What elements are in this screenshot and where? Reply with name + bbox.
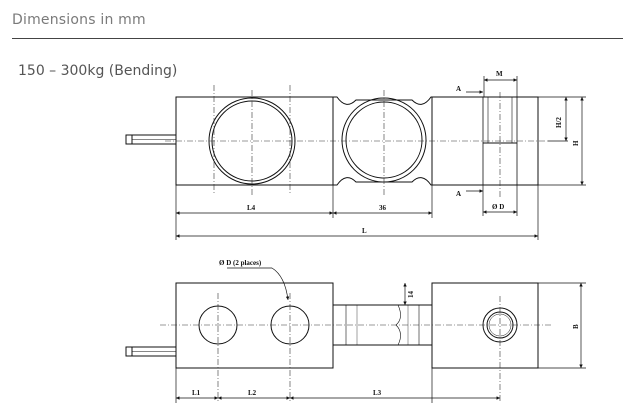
label-l1: L1 — [192, 389, 201, 397]
label-m: M — [496, 70, 503, 78]
right-block-bottom — [431, 282, 539, 369]
dimensions-bottom — [175, 267, 586, 403]
label-a-bottom: A — [456, 190, 461, 198]
centerlines-bottom — [160, 293, 552, 403]
section-title: 150 – 300kg (Bending) — [18, 63, 178, 79]
label-l: L — [362, 227, 367, 235]
label-holes: Ø D (2 places) — [219, 259, 262, 267]
label-l2: L2 — [248, 389, 257, 397]
threaded-hole-outer — [482, 307, 518, 343]
label-od: Ø D — [492, 203, 504, 211]
page-title: Dimensions in mm — [12, 12, 146, 28]
label-l4: L4 — [247, 204, 256, 212]
label-b: B — [572, 324, 580, 329]
centerlines-top — [165, 85, 548, 198]
cable-bottom — [125, 346, 177, 357]
dimensions-top — [175, 76, 586, 240]
label-36: 36 — [379, 204, 387, 212]
label-l3: L3 — [373, 389, 382, 397]
label-a-top: A — [456, 85, 461, 93]
cable — [125, 134, 177, 145]
top-view — [125, 282, 539, 369]
label-h: H — [572, 140, 580, 146]
title-divider — [12, 38, 623, 39]
label-h-half: H/2 — [555, 117, 563, 128]
label-14: 14 — [407, 291, 415, 299]
